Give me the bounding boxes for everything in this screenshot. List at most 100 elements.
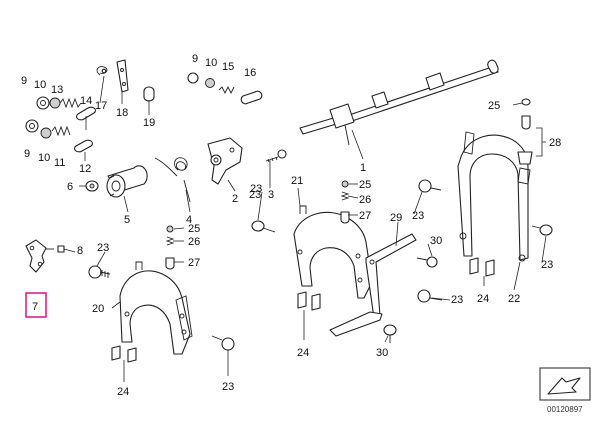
detent-assembly-middle: [187, 72, 263, 105]
highlight-box-7: [25, 292, 47, 318]
part-19-cap: [143, 86, 155, 102]
detent-cluster-middle: [340, 180, 350, 224]
part-30-bolt-a: [416, 256, 438, 268]
label-4: 4: [186, 214, 192, 226]
label-17: 17: [95, 100, 107, 112]
label-14: 14: [80, 95, 92, 107]
detent-cluster-left: [165, 225, 175, 270]
label-10: 10: [38, 152, 50, 164]
label-23: 23: [97, 242, 109, 254]
part-29-lever: [329, 233, 417, 337]
label-10: 10: [205, 57, 217, 69]
part-18-lever: [116, 59, 129, 93]
label-16: 16: [244, 67, 256, 79]
label-25: 25: [188, 223, 200, 235]
part-2-selector-bracket: [207, 137, 243, 185]
label-18: 18: [116, 107, 128, 119]
part-25-ball-left: [166, 225, 174, 233]
label-8: 8: [77, 245, 83, 257]
detent-assembly-upper: [36, 59, 155, 121]
part-8-screw: [46, 245, 65, 253]
label-24: 24: [477, 293, 489, 305]
label-23: 23: [451, 294, 463, 306]
part-24-clip-c: [469, 257, 495, 277]
part-12-plunger: [73, 139, 94, 153]
part-5-selector-housing: [106, 165, 148, 198]
label-15: 15: [222, 61, 234, 73]
part-20-shift-fork: [119, 261, 193, 355]
label-7: 7: [32, 301, 38, 313]
part-25-ball-right: [521, 98, 531, 106]
part-9-middle: [187, 72, 199, 84]
label-30: 30: [430, 235, 442, 247]
part-23-bolt-b: [211, 335, 235, 351]
label-26: 26: [359, 194, 371, 206]
label-11: 11: [54, 157, 65, 169]
part-23-bolt-e: [417, 289, 443, 303]
part-13-spring: [59, 97, 82, 109]
part-11-spring: [51, 125, 71, 137]
part-22-shift-fork: [457, 131, 531, 262]
part-23-bolt-a: [88, 265, 111, 279]
label-13: 13: [51, 84, 63, 96]
part-23-bolt-f: [531, 224, 553, 236]
part-9-upper: [36, 96, 50, 110]
part-26-spring-middle: [340, 191, 350, 201]
part-7-lever-plate: [25, 239, 47, 273]
part-15-spring: [218, 85, 235, 95]
label-20: 20: [92, 303, 104, 315]
part-10-lower: [40, 127, 52, 139]
reference-number: 00120897: [547, 405, 583, 414]
arrow-icon: [547, 377, 581, 395]
part-9-lower: [25, 119, 39, 133]
part-23-bolt-d: [418, 179, 442, 193]
part-23-bolt-c: [251, 220, 276, 233]
label-25: 25: [359, 179, 371, 191]
detent-cluster-right: [517, 98, 546, 165]
label-1: 1: [360, 162, 366, 174]
part-1-selector-shaft: [299, 59, 499, 146]
label-22: 22: [508, 293, 520, 305]
label-5: 5: [124, 214, 130, 226]
part-24-clip-b: [297, 291, 321, 311]
part-27-plunger-left: [165, 257, 175, 270]
part-3-bolt: [265, 149, 287, 163]
label-21: 21: [291, 175, 303, 187]
label-19: 19: [143, 117, 155, 129]
part-10-middle: [205, 78, 215, 88]
part-16-pin: [240, 90, 263, 105]
label-2: 2: [232, 193, 238, 205]
part-21-shift-fork: [293, 205, 373, 299]
part-30-bolt-b: [383, 324, 397, 343]
label-23: 23: [541, 259, 553, 271]
part-28-plunger: [521, 115, 531, 130]
label-23: 23: [249, 189, 261, 201]
label-9: 9: [24, 148, 30, 160]
detent-assembly-lower: [25, 119, 94, 153]
label-24: 24: [117, 386, 129, 398]
part-27-plunger-middle: [340, 211, 350, 224]
label-6: 6: [67, 181, 73, 193]
label-29: 29: [390, 212, 402, 224]
part-28-cap: [517, 151, 533, 165]
part-26-spring-left: [165, 236, 175, 246]
part-14-plunger: [75, 106, 97, 121]
part-labels: 9 10 13 14 17 18 19 9 10 11 12 9 10 15 1…: [21, 53, 561, 398]
leader-lines: [63, 75, 547, 382]
part-4-torsion-spring: [154, 157, 191, 203]
label-25: 25: [488, 100, 500, 112]
part-24-clip-a: [111, 345, 137, 363]
label-28: 28: [549, 137, 561, 149]
part-6-bushing: [85, 180, 99, 192]
label-23: 23: [412, 210, 424, 222]
label-24: 24: [297, 347, 309, 359]
label-23: 23: [250, 183, 262, 195]
label-26: 26: [188, 236, 200, 248]
label-27: 27: [359, 210, 371, 222]
label-10: 10: [34, 79, 46, 91]
label-9: 9: [192, 53, 198, 65]
label-27: 27: [188, 257, 200, 269]
label-3: 3: [268, 189, 274, 201]
